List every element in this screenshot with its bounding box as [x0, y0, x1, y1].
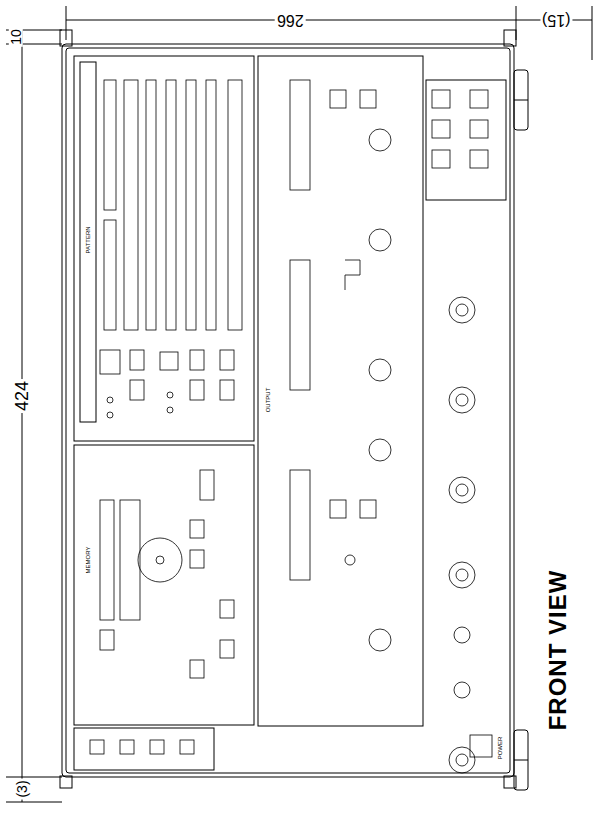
- view-title: FRONT VIEW: [546, 568, 570, 733]
- dimension-label: 424: [13, 379, 31, 413]
- panel-label: OUTPUT: [265, 386, 271, 415]
- dimension-label: 10: [9, 27, 23, 47]
- dimension-label: (15): [540, 12, 572, 28]
- dimension-label: (3): [15, 778, 29, 799]
- panel-label: PATTERN: [85, 224, 91, 255]
- panel-label: MEMORY: [85, 545, 91, 576]
- dimension-label: 266: [275, 12, 306, 28]
- panel-label: POWER: [497, 735, 503, 762]
